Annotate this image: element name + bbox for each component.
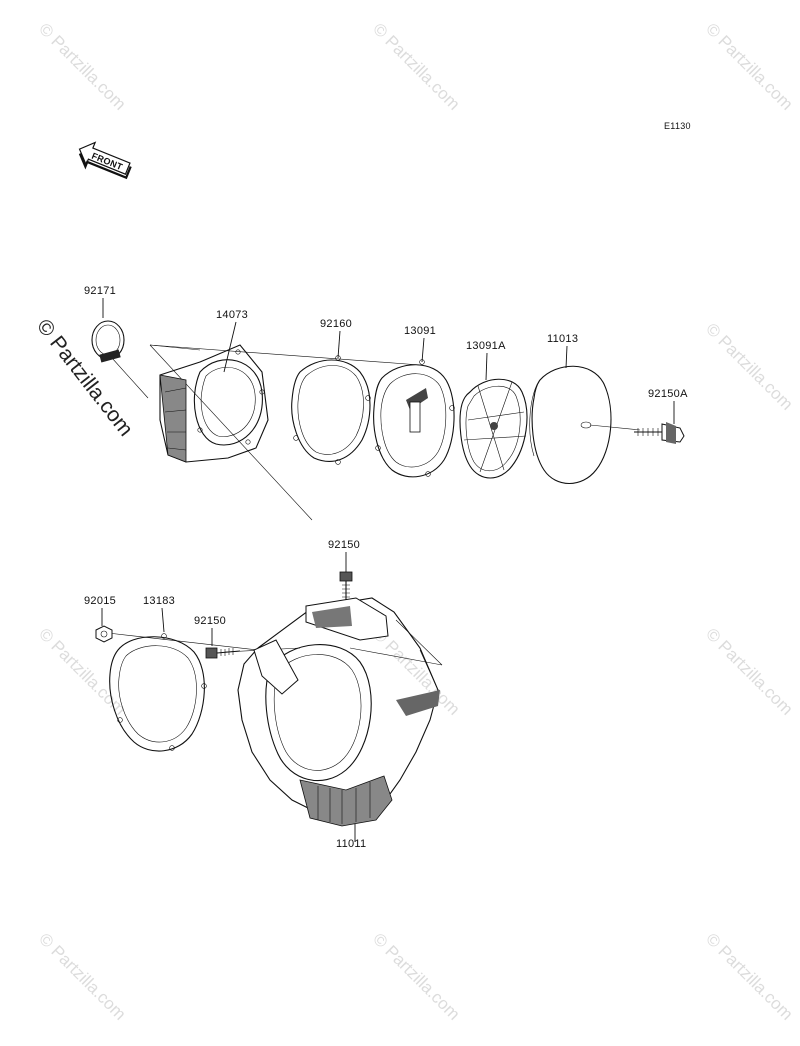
watermark: © Partzilla.com bbox=[702, 624, 796, 718]
part-11013-air-filter bbox=[529, 365, 612, 484]
watermark-dark: © Partzilla.com bbox=[32, 315, 137, 441]
part-92171-clamp bbox=[91, 320, 125, 363]
watermark: © Partzilla.com bbox=[702, 319, 796, 413]
watermark: © Partzilla.com bbox=[369, 19, 463, 113]
watermark: © Partzilla.com bbox=[702, 929, 796, 1023]
label-13091: 13091 bbox=[404, 325, 436, 337]
label-11013: 11013 bbox=[547, 333, 578, 345]
part-92160-gasket bbox=[291, 355, 371, 465]
label-11011: 11011 bbox=[336, 838, 366, 850]
part-92015-nut bbox=[95, 625, 113, 643]
part-13091A-filter-cage bbox=[459, 378, 528, 479]
front-arrow-icon: FRONT bbox=[78, 141, 132, 180]
leader-lines bbox=[101, 298, 675, 842]
part-labels: 92171 14073 92160 13091 13091A 11013 921… bbox=[84, 285, 688, 850]
watermark: © Partzilla.com bbox=[35, 19, 129, 113]
label-92160: 92160 bbox=[320, 318, 352, 330]
part-11011-housing bbox=[237, 597, 440, 827]
label-92150-left: 92150 bbox=[194, 615, 226, 627]
diagram-code: E1130 bbox=[664, 121, 691, 131]
part-13183-gasket bbox=[109, 633, 207, 752]
watermark: © Partzilla.com bbox=[369, 929, 463, 1023]
watermark-layer: © Partzilla.com © Partzilla.com © Partzi… bbox=[32, 19, 797, 1023]
part-92150-bolt-left bbox=[205, 647, 241, 659]
part-92150-bolt-top bbox=[339, 571, 353, 600]
label-92150-top: 92150 bbox=[328, 539, 360, 551]
part-92150A-wing-bolt bbox=[634, 422, 685, 444]
watermark: © Partzilla.com bbox=[35, 624, 129, 718]
watermark: © Partzilla.com bbox=[35, 929, 129, 1023]
part-13091-filter-frame bbox=[373, 359, 455, 478]
label-13091A: 13091A bbox=[466, 340, 506, 352]
watermark: © Partzilla.com bbox=[702, 19, 796, 113]
part-14073-air-duct bbox=[159, 344, 269, 463]
label-13183: 13183 bbox=[143, 595, 175, 607]
label-14073: 14073 bbox=[216, 309, 248, 321]
label-92150A: 92150A bbox=[648, 388, 688, 400]
label-92015: 92015 bbox=[84, 595, 116, 607]
label-92171: 92171 bbox=[84, 285, 116, 297]
